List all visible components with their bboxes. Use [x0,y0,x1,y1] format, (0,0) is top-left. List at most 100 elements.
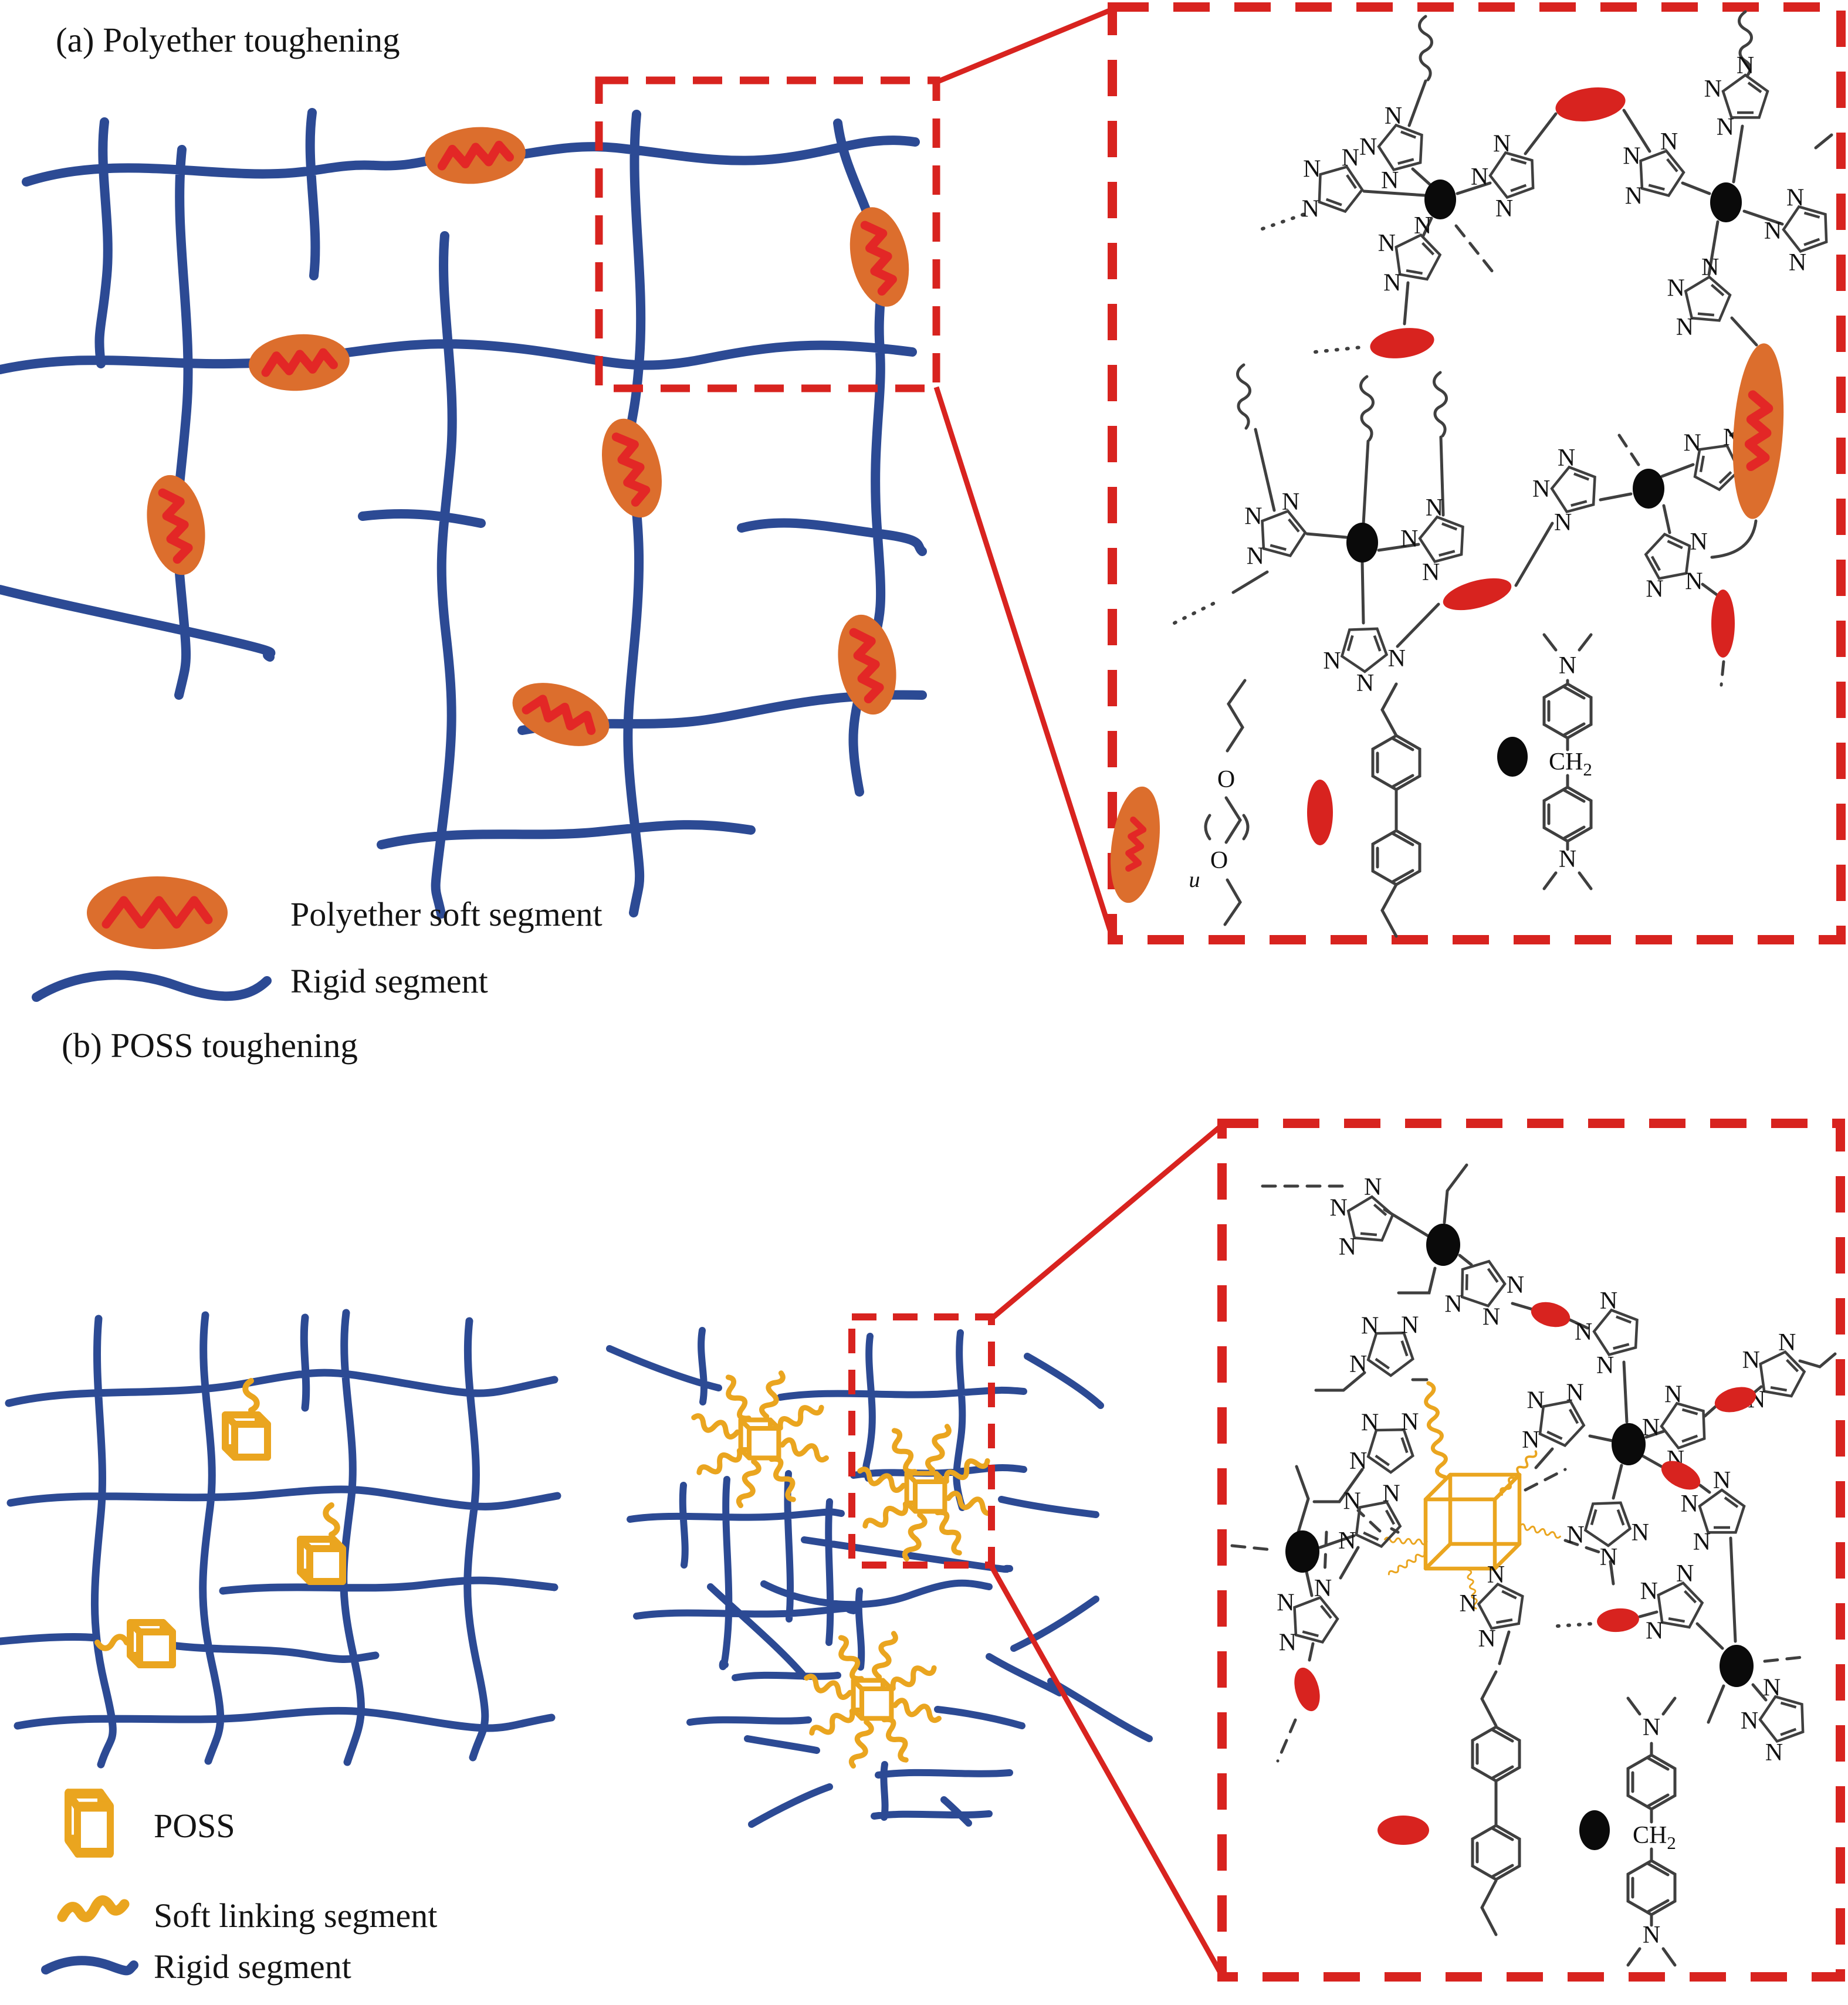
nitrogen-label: N [1361,1313,1379,1340]
nitrogen-label: N [1676,314,1694,341]
nitrogen-label: N [1667,275,1684,302]
triazole-ring: NNN [1741,1675,1811,1766]
mda-structure: N CH2 N [1542,633,1593,890]
poss-star [858,1424,994,1561]
triazole-ring: NNN [1566,1495,1649,1571]
triazole-ring: NNN [1349,1409,1422,1478]
crosslink-dot [1424,179,1456,219]
nitrogen-label: N [1566,1379,1583,1406]
polyether-soft-segment [425,127,526,184]
oxygen-label: O [1210,847,1228,874]
legend-b: POSS Soft linking segment Rigid segment [41,1794,437,1986]
nitrogen-label: N [1737,52,1754,79]
biphenyl-ellipse [1307,780,1333,845]
triazole-ring: NNN [1378,212,1443,296]
repeat-unit-label: u [1189,868,1200,892]
nitrogen-label: N [1693,1529,1711,1556]
nitrogen-label: N [1625,183,1643,210]
triazole-ring: NNN [1532,445,1602,536]
nitrogen-label: N [1471,164,1488,191]
triazole-ring: NNN [1640,1560,1705,1644]
nitrogen-label: N [1704,76,1722,103]
nitrogen-label: N [1383,269,1401,296]
poss-star [804,1631,941,1768]
nitrogen-label: N [1388,645,1406,672]
biphenyl-ellipse [1597,1608,1639,1633]
crosslink-dot [1720,1645,1754,1687]
legend-poss-symbol [68,1794,110,1853]
polyether-soft-segment [147,475,205,575]
biphenyl-structure [1473,1670,1519,1936]
nitrogen-label: N [1646,576,1663,603]
crosslink-dot [1710,182,1742,222]
biphenyl-structure [1373,682,1420,938]
inset-a-key: O O u N CH2 N [1111,633,1593,938]
panel-b-network-star [606,1327,1153,1828]
triazole-ring: NNN [1667,254,1731,341]
triazole-ring: NNN [1338,1480,1407,1554]
nitrogen-label: N [1640,1578,1658,1605]
biphenyl-ellipse [1661,1461,1701,1490]
inset-a: NNN NNN NNN NNN NNN NNN NNN NNN NNN NNN … [1108,2,1846,944]
crosslink-dot [1633,469,1664,509]
triazole-ring: NNN [1471,131,1541,222]
triazole-ring: NNN [1244,489,1309,570]
legend-b-label-1: Soft linking segment [154,1896,437,1935]
nitrogen-label: N [1507,1272,1524,1299]
triazole-ring: NNN [1764,185,1835,276]
biphenyl-ellipse [1370,328,1434,358]
inset-a-bonds [1231,79,1833,648]
nitrogen-label: N [1314,1575,1332,1602]
nitrogen-label: N [1495,195,1513,222]
polyether-soft-segment [838,614,896,715]
nitrogen-label: N [1378,230,1396,257]
nitrogen-label: N [1717,114,1734,141]
triazole-ring: NNN [1329,1174,1394,1261]
rigid-segment-lines [0,108,927,919]
triazole-ring: NNN [1522,1379,1590,1454]
nitrogen-label: N [1487,1562,1505,1589]
nitrogen-label: N [1400,526,1418,553]
nitrogen-label: N [1414,212,1431,239]
nitrogen-label: N [1401,1409,1419,1436]
inset-b-key: N CH2 N [1377,1670,1677,1967]
inset-b-dotted-tails [1556,1622,1595,1628]
nitrogen-label: N [1302,195,1319,222]
triazole-ring: NNN [1459,1562,1527,1652]
nitrogen-label: N [1642,1414,1660,1441]
triazole-ring: NNN [1323,621,1406,697]
nitrogen-label: N [1527,1387,1544,1414]
soft-linking-segment [97,1637,127,1648]
triazole-ring: NNN [1623,128,1688,210]
nitrogen-label: N [1342,145,1359,172]
nitrogen-label: N [1329,1194,1347,1221]
nitrogen-label: N [1554,509,1572,536]
nitrogen-label: N [1422,559,1440,586]
inset-b-dashed-stubs [1230,1184,1810,1763]
legend-a: Polyether soft segment Rigid segment [32,876,603,1002]
nitrogen-label: N [1356,670,1374,697]
inset-b-bonds [1295,1163,1837,1724]
nitrogen-label: N [1742,1347,1760,1374]
inset-b-border [1217,1119,1845,1982]
nitrogen-label: N [1339,1234,1356,1261]
nitrogen-label: N [1279,1630,1297,1657]
legend-b-label-0: POSS [154,1807,235,1845]
nitrogen-label: N [1778,1329,1796,1356]
rigid-segment-lines [606,1327,1153,1828]
nitrogen-label: N [1789,249,1806,276]
crosslink-dot [1426,1224,1460,1266]
nitrogen-label: N [1660,128,1678,155]
nitrogen-label: N [1701,254,1719,281]
nitrogen-label: N [1323,648,1341,675]
nitrogen-label: N [1765,1739,1783,1766]
crosslink-dot [1612,1423,1646,1465]
nitrogen-label: N [1643,1714,1660,1741]
nitrogen-label: N [1600,1544,1617,1571]
nitrogen-label: N [1600,1288,1617,1315]
nitrogen-label: N [1764,218,1782,245]
nitrogen-label: N [1359,134,1377,161]
legend-rigid-symbol [32,970,272,1002]
biphenyl-ellipse [1711,590,1735,658]
